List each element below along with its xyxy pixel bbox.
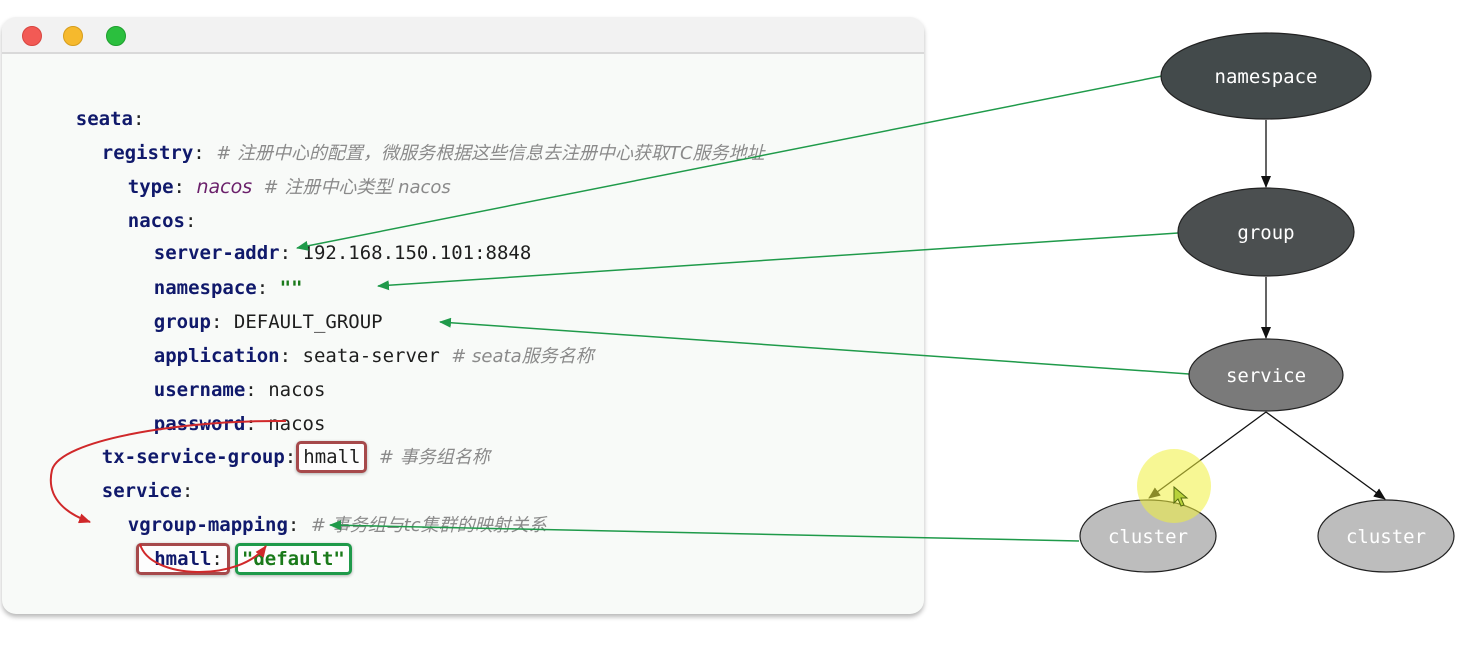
yaml-value: nacos — [196, 176, 253, 198]
code-line-username: username: nacos — [108, 339, 326, 401]
yaml-key: server-addr — [153, 242, 280, 264]
tx-group-link-arrow — [49, 419, 287, 524]
code-line-registry: registry: # 注册中心的配置，微服务根据这些信息去注册中心获取TC服务… — [56, 102, 765, 164]
edge-service-cluster-right — [1265, 411, 1386, 500]
node-label: cluster — [1346, 526, 1426, 548]
tx-group-value-highlight: hmall — [296, 441, 368, 473]
mouse-cursor-icon — [1173, 485, 1189, 507]
code-line-tx-service-group: tx-service-group:hmall # 事务组名称 — [56, 406, 490, 473]
code-line-password: password: nacos — [108, 373, 326, 435]
yaml-comment: # 注册中心的配置，微服务根据这些信息去注册中心获取TC服务地址 — [216, 143, 765, 164]
default-value: "default" — [234, 543, 352, 575]
yaml-colon: : — [256, 277, 269, 299]
yaml-key: namespace — [153, 277, 257, 299]
window-titlebar — [2, 17, 924, 54]
yaml-colon: : — [245, 413, 257, 435]
yaml-key: nacos — [127, 210, 185, 232]
node-label: service — [1226, 365, 1306, 387]
yaml-colon: : — [184, 210, 197, 232]
code-line-application: application: seata-server # seata服务名称 — [108, 305, 594, 367]
yaml-colon: : — [193, 142, 205, 164]
node-label: group — [1237, 222, 1294, 244]
node-service: service — [1188, 338, 1344, 412]
yaml-colon: : — [211, 548, 223, 570]
group-value: DEFAULT_GROUP — [233, 311, 383, 333]
code-line-vgroup-mapping: vgroup-mapping: # 事务组与tc集群的映射关系 — [82, 474, 547, 536]
minimize-window-button[interactable] — [63, 26, 83, 46]
yaml-colon: : — [132, 108, 145, 130]
mapping-arrow-group — [377, 232, 1179, 291]
code-line-seata: seata: — [30, 68, 145, 130]
code-line-server-addr: server-addr: 192.168.150.101:8848 — [108, 202, 532, 264]
yaml-value: nacos — [268, 379, 326, 401]
yaml-comment: # 事务组与tc集群的映射关系 — [310, 515, 547, 536]
code-line-service: service: — [56, 440, 194, 502]
mapping-arrow-service — [439, 317, 1190, 375]
yaml-colon: : — [245, 379, 257, 401]
node-group: group — [1177, 187, 1355, 277]
yaml-key: username — [153, 379, 246, 401]
node-namespace: namespace — [1160, 32, 1372, 120]
yaml-comment: # 注册中心类型 nacos — [263, 177, 451, 198]
code-line-type: type: nacos # 注册中心类型 nacos — [82, 136, 451, 198]
yaml-colon: : — [284, 446, 297, 468]
code-line-namespace: namespace: "" — [108, 237, 303, 299]
yaml-key: vgroup-mapping — [127, 514, 288, 536]
node-cluster-right: cluster — [1317, 499, 1455, 573]
node-label: cluster — [1108, 526, 1188, 548]
yaml-colon: : — [210, 311, 223, 333]
code-window — [2, 17, 924, 614]
yaml-key: registry — [101, 142, 194, 164]
yaml-colon: : — [287, 514, 300, 536]
mapping-arrow-namespace — [296, 75, 1163, 251]
yaml-colon: : — [173, 176, 185, 198]
code-line-group: group: DEFAULT_GROUP — [108, 271, 383, 333]
yaml-value: 192.168.150.101:8848 — [302, 242, 532, 264]
yaml-key: tx-service-group — [101, 446, 285, 468]
hmall-to-default-arrow — [139, 543, 267, 573]
close-window-button[interactable] — [22, 26, 42, 46]
code-line-nacos: nacos: — [82, 170, 197, 232]
yaml-key: application — [153, 345, 280, 367]
yaml-value: nacos — [268, 413, 326, 435]
yaml-key: group — [153, 311, 211, 333]
node-label: namespace — [1215, 66, 1318, 88]
mapping-arrow-cluster — [329, 520, 1080, 542]
application-value: seata-server — [302, 345, 440, 367]
yaml-key: hmall — [154, 548, 212, 570]
namespace-value: "" — [279, 277, 303, 299]
maximize-window-button[interactable] — [106, 26, 126, 46]
yaml-key: seata — [75, 108, 133, 130]
yaml-key: service — [101, 480, 182, 502]
cursor-highlight — [1137, 449, 1211, 523]
yaml-colon: : — [279, 345, 292, 367]
yaml-colon: : — [181, 480, 194, 502]
yaml-key: type — [127, 176, 174, 198]
yaml-comment: # 事务组名称 — [378, 447, 490, 468]
yaml-colon: : — [279, 242, 292, 264]
yaml-comment: # seata服务名称 — [451, 346, 594, 367]
